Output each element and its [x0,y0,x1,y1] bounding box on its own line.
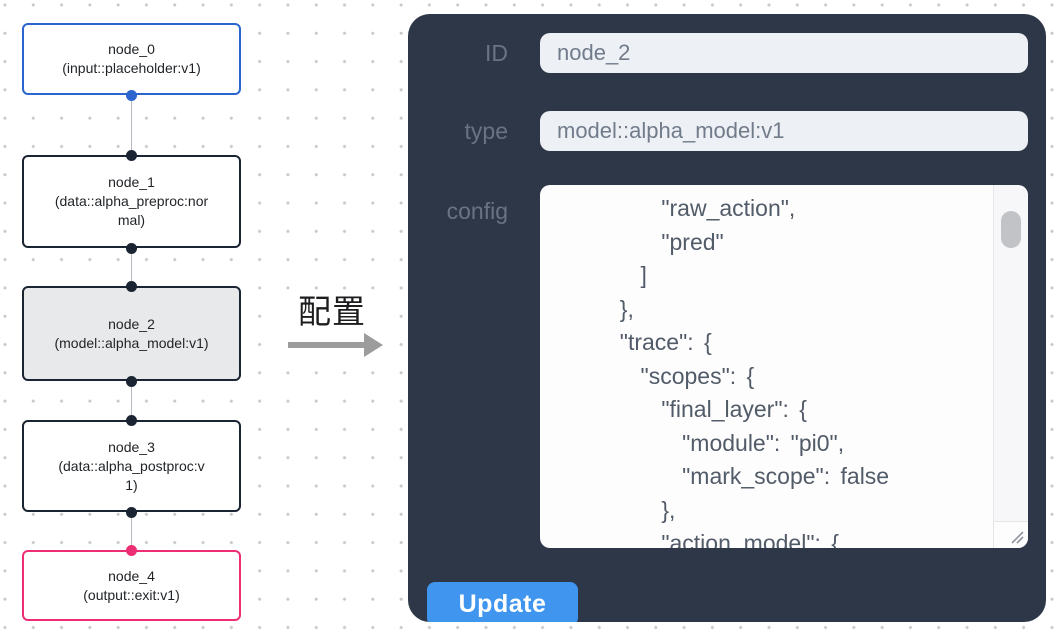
node-title: node_0 [108,41,155,57]
handle-node1-source[interactable] [126,242,137,254]
edge-node3-node4 [130,512,133,550]
resize-grip-icon [1011,531,1024,544]
update-button[interactable]: Update [427,582,578,622]
handle-node2-source[interactable] [126,375,137,387]
node-type-label: (data::alpha_postproc:v1) [58,457,205,493]
id-field-label: ID [485,40,508,66]
type-input[interactable] [540,111,1028,151]
flow-node-node1[interactable]: node_1 (data::alpha_preproc:normal) [22,155,241,248]
node-type-label: (data::alpha_preproc:normal) [54,193,209,228]
node-title: node_3 [108,438,155,455]
scrollbar-track[interactable] [993,185,1028,521]
config-field-label: config [446,198,508,224]
edge-node1-node2 [130,248,133,286]
node-title: node_4 [108,567,155,584]
handle-node4-target[interactable] [126,544,137,556]
config-textarea[interactable]: "raw_action", "pred" ] }, "trace": { "sc… [540,185,1028,548]
flow-node-node3[interactable]: node_3 (data::alpha_postproc:v1) [22,420,241,512]
configure-label: 配置 [298,293,366,330]
handle-node3-source[interactable] [126,506,137,518]
flow-node-node0[interactable]: node_0 (input::placeholder:v1) [22,23,241,95]
textarea-resize-handle[interactable] [993,521,1028,548]
right-arrow-head-icon [364,333,383,357]
type-field-label: type [464,118,508,144]
handle-node2-target[interactable] [126,280,137,292]
node-title: node_1 [108,174,155,190]
node-config-panel: ID type config "raw_action", "pred" ] },… [408,14,1046,622]
config-json-text[interactable]: "raw_action", "pred" ] }, "trace": { "sc… [619,195,890,548]
handle-node1-target[interactable] [126,149,137,161]
node-type-label: (output::exit:v1) [83,586,180,603]
configure-transition: 配置 [282,292,394,364]
node-type-label: (model::alpha_model:v1) [54,334,209,351]
handle-node3-target[interactable] [126,414,137,426]
flow-node-node2-selected[interactable]: node_2 (model::alpha_model:v1) [22,286,241,381]
flow-node-node4[interactable]: node_4 (output::exit:v1) [22,550,241,621]
edge-node2-node3 [130,381,133,420]
edge-node0-node1 [130,95,133,155]
node-type-label: (input::placeholder:v1) [62,60,201,76]
handle-node0-source[interactable] [126,89,137,101]
node-title: node_2 [108,315,155,332]
right-arrow-icon [288,342,365,348]
id-input[interactable] [540,33,1028,73]
scrollbar-thumb[interactable] [1001,211,1021,248]
